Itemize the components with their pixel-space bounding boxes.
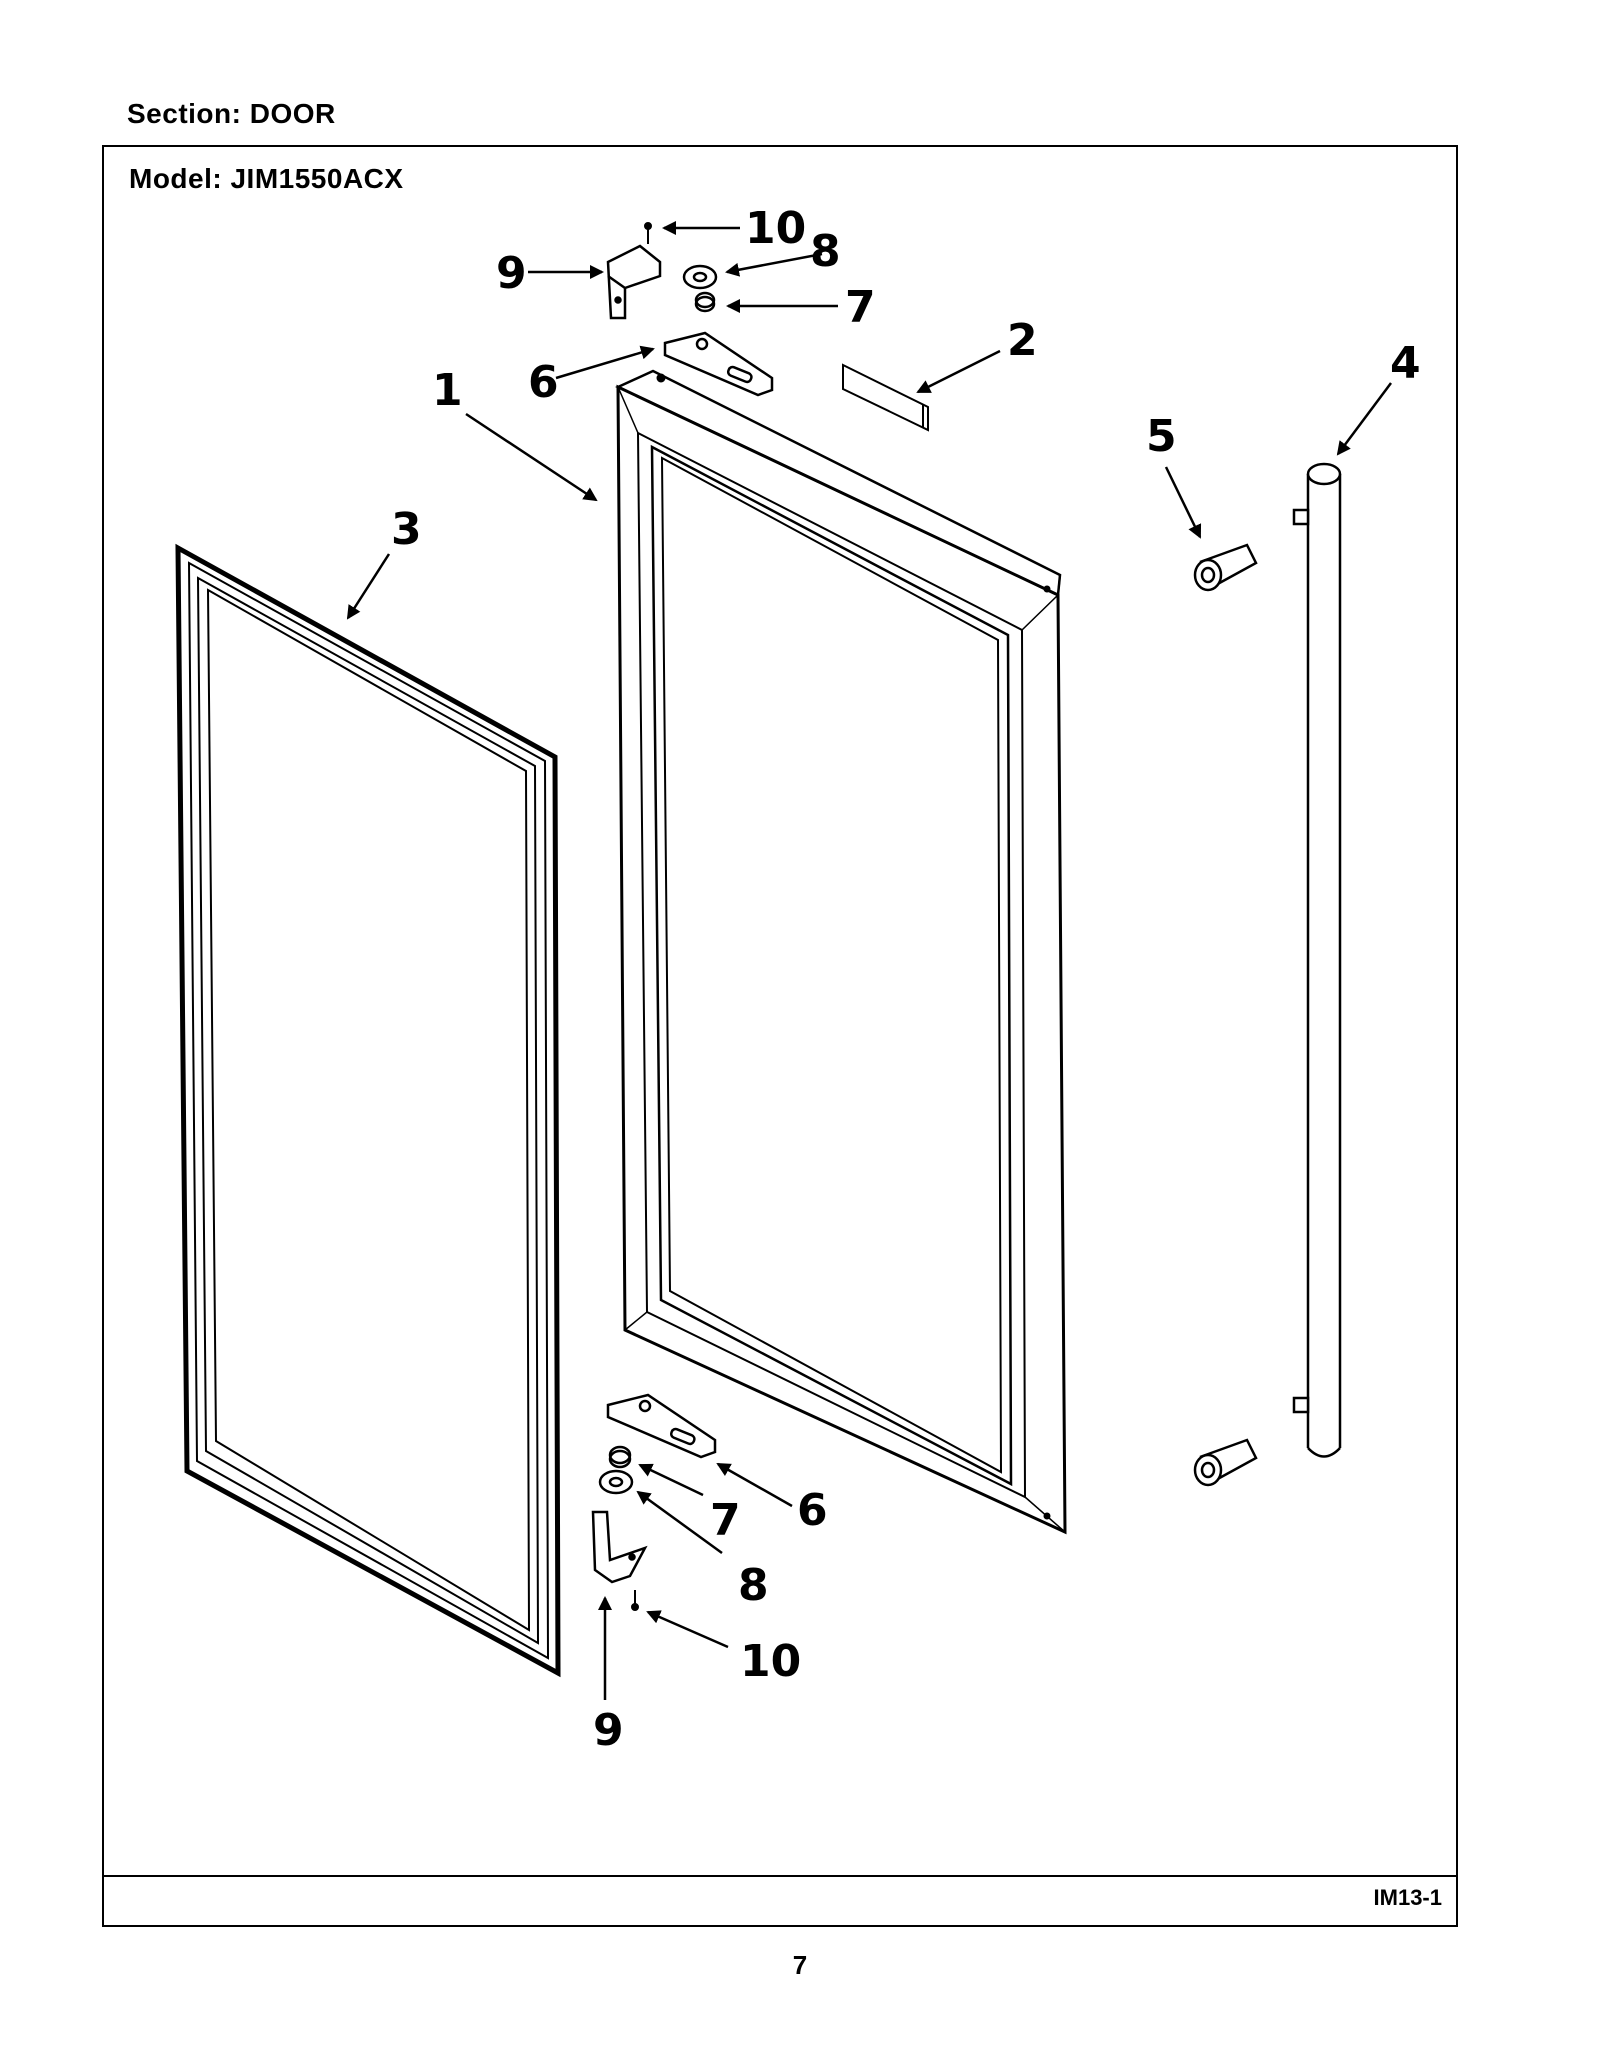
callout-3: 3 xyxy=(391,504,422,555)
footer-divider xyxy=(104,1875,1456,1877)
upper-hinge-plate xyxy=(663,331,774,397)
leader-arrows xyxy=(346,221,1393,1700)
lower-washer xyxy=(598,1469,634,1495)
callout-9-lower: 9 xyxy=(593,1705,624,1756)
lower-hinge-plate xyxy=(606,1393,717,1459)
upper-washer xyxy=(682,264,718,290)
trim-strip xyxy=(842,363,929,432)
callout-6-upper: 6 xyxy=(528,357,559,408)
callout-10-lower: 10 xyxy=(740,1636,801,1687)
page-number: 7 xyxy=(792,1950,808,1980)
callout-10-upper: 10 xyxy=(745,203,806,254)
lower-hinge-bracket xyxy=(591,1510,648,1584)
callout-5: 5 xyxy=(1146,411,1177,462)
handle-mount-bottom xyxy=(1193,1438,1258,1487)
callout-4: 4 xyxy=(1390,338,1421,389)
model-title: Model: JIM1550ACX xyxy=(129,163,404,194)
upper-hinge-bracket xyxy=(606,244,662,320)
section-title: Section: DOOR xyxy=(127,98,336,129)
callout-7-lower: 7 xyxy=(710,1495,741,1546)
callout-1: 1 xyxy=(432,365,463,416)
diagram-code: IM13-1 xyxy=(1373,1885,1442,1910)
callout-2: 2 xyxy=(1007,315,1038,366)
handle-mount-top xyxy=(1193,543,1258,592)
lower-bushing xyxy=(608,1445,632,1469)
callout-9-upper: 9 xyxy=(496,248,527,299)
door-panel xyxy=(615,369,1067,1535)
diagram-frame: Model: JIM1550ACX IM13-1 xyxy=(102,145,1458,1927)
door-handle xyxy=(1292,462,1342,1458)
upper-bushing xyxy=(694,291,716,313)
upper-screw xyxy=(644,222,652,244)
callout-8-lower: 8 xyxy=(738,1560,769,1611)
door-gasket xyxy=(175,543,561,1678)
callout-7-upper: 7 xyxy=(845,282,876,333)
callout-6-lower: 6 xyxy=(797,1485,828,1536)
callout-8-upper: 8 xyxy=(810,226,841,277)
lower-screw xyxy=(631,1590,639,1611)
